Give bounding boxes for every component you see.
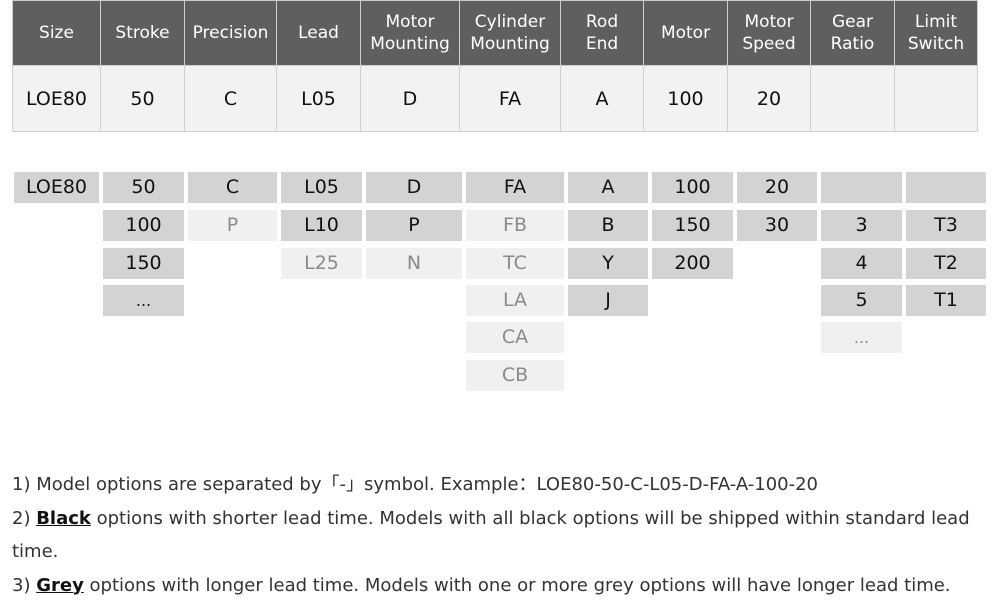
column-value: FA: [460, 66, 561, 132]
column-header: Precision: [185, 1, 277, 66]
column-header: Lead: [277, 1, 361, 66]
column-value: L05: [277, 66, 361, 132]
option-cylinder-mounting: FA: [466, 172, 564, 203]
note-2: 2) Black options with shorter lead time.…: [12, 502, 1000, 569]
column-value: 50: [101, 66, 185, 132]
column-value: 20: [728, 66, 811, 132]
option-gear-ratio: 4: [821, 248, 902, 279]
option-stroke: 50: [103, 172, 184, 203]
note-2-text: options with shorter lead time. Models w…: [12, 508, 970, 563]
option-lead: L10: [281, 210, 362, 241]
option-rod-end: J: [568, 285, 648, 316]
option-motor: 200: [652, 248, 733, 279]
option-rod-end: B: [568, 210, 648, 241]
option-cylinder-mounting: FB: [466, 210, 564, 241]
option-gear-ratio: 3: [821, 210, 902, 241]
column-header: Limit Switch: [895, 1, 978, 66]
option-lead: L25: [281, 248, 362, 279]
option-stroke: ...: [103, 285, 184, 316]
option-motor-mounting: D: [366, 172, 462, 203]
column-header: Cylinder Mounting: [460, 1, 561, 66]
option-limit-switch: T3: [906, 210, 986, 241]
column-header: Stroke: [101, 1, 185, 66]
column-value: D: [361, 66, 460, 132]
option-motor-speed: 20: [737, 172, 817, 203]
note-2-keyword: Black: [36, 508, 91, 529]
option-motor-mounting: N: [366, 248, 462, 279]
note-3: 3) Grey options with longer lead time. M…: [12, 569, 1000, 602]
option-gear-ratio: 5: [821, 285, 902, 316]
option-stroke: 150: [103, 248, 184, 279]
column-header: Motor Mounting: [361, 1, 460, 66]
column-header: Size: [13, 1, 101, 66]
option-limit-switch: [906, 172, 986, 203]
option-cylinder-mounting: CB: [466, 360, 564, 391]
column-value: [895, 66, 978, 132]
option-gear-ratio: ...: [821, 322, 902, 353]
note-1: 1) Model options are separated by「-」symb…: [12, 468, 1000, 502]
notes: 1) Model options are separated by「-」symb…: [12, 468, 1000, 602]
option-precision: P: [188, 210, 277, 241]
column-value: 100: [644, 66, 728, 132]
column-value: C: [185, 66, 277, 132]
option-motor-speed: 30: [737, 210, 817, 241]
option-gear-ratio: [821, 172, 902, 203]
option-motor-mounting: P: [366, 210, 462, 241]
option-cylinder-mounting: LA: [466, 285, 564, 316]
option-cylinder-mounting: TC: [466, 248, 564, 279]
note-3-prefix: 3): [12, 575, 36, 596]
option-motor: 100: [652, 172, 733, 203]
option-limit-switch: T2: [906, 248, 986, 279]
column-header: Motor Speed: [728, 1, 811, 66]
column-header: Gear Ratio: [811, 1, 895, 66]
option-limit-switch: T1: [906, 285, 986, 316]
note-3-text: options with longer lead time. Models wi…: [84, 575, 951, 596]
note-2-prefix: 2): [12, 508, 36, 529]
note-3-keyword: Grey: [36, 575, 84, 596]
option-rod-end: A: [568, 172, 648, 203]
column-header: Rod End: [561, 1, 644, 66]
column-value: [811, 66, 895, 132]
option-size: LOE80: [14, 172, 99, 203]
column-value: LOE80: [13, 66, 101, 132]
option-rod-end: Y: [568, 248, 648, 279]
option-precision: C: [188, 172, 277, 203]
column-value: A: [561, 66, 644, 132]
option-cylinder-mounting: CA: [466, 322, 564, 353]
option-lead: L05: [281, 172, 362, 203]
column-header: Motor: [644, 1, 728, 66]
option-motor: 150: [652, 210, 733, 241]
option-stroke: 100: [103, 210, 184, 241]
